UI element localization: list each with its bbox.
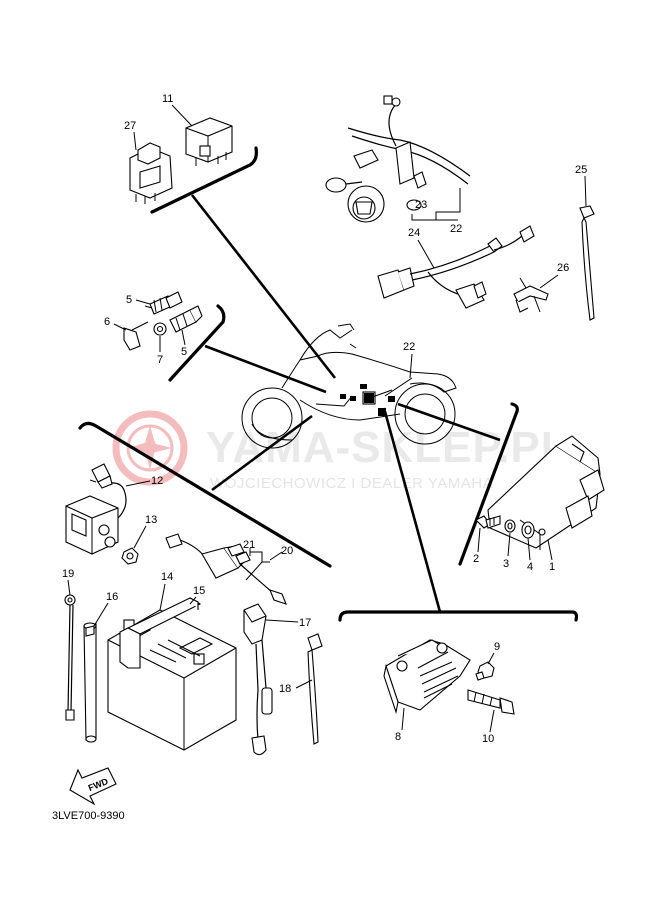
part-label-15: 15	[193, 585, 205, 597]
relay-group: 27 11	[124, 93, 337, 379]
part-label-20: 20	[281, 545, 293, 557]
part-label-24: 24	[408, 227, 420, 239]
part-label-6: 6	[104, 316, 110, 328]
fuse-holder-17	[243, 603, 273, 756]
relay-27	[129, 142, 173, 204]
cdi-unit-1	[487, 435, 605, 550]
part-label-5-upper: 5	[126, 294, 132, 306]
bolt-2	[475, 515, 501, 529]
nut-13	[121, 547, 139, 565]
part-label-27: 27	[124, 120, 136, 132]
part-label-7: 7	[157, 354, 163, 366]
breather-hose-16	[83, 622, 97, 743]
bolt-9	[475, 661, 495, 681]
part-label-11: 11	[162, 93, 173, 105]
part-label-3: 3	[503, 558, 509, 570]
relay-11	[185, 117, 233, 166]
watermark-subtitle: WOJCIECHOWICZ I DEALER YAMAHA	[210, 475, 493, 492]
motorcycle-silhouette: 22	[241, 323, 457, 449]
oil-level-switch	[169, 305, 203, 333]
part-label-22-harness: 22	[450, 223, 462, 235]
collar-3	[504, 519, 516, 533]
minus-lead-19	[64, 594, 76, 721]
damper-4	[521, 521, 535, 539]
part-label-10: 10	[482, 733, 494, 745]
rectifier-group: 8 9 10	[338, 407, 579, 745]
part-label-23: 23	[415, 199, 427, 211]
cable-tie-25: 25	[575, 164, 595, 321]
part-label-25: 25	[575, 164, 587, 176]
part-label-13: 13	[145, 514, 157, 526]
starter-group: 12 13 21 20	[65, 414, 332, 605]
neutral-switch	[144, 291, 183, 315]
part-label-19: 19	[62, 568, 74, 580]
cdi-group: 1 2 3 4	[397, 402, 605, 573]
part-label-1: 1	[549, 561, 555, 573]
starter-relay-12	[65, 463, 127, 555]
part-label-8: 8	[395, 731, 401, 743]
part-label-21: 21	[243, 539, 255, 551]
bolt-10	[467, 689, 515, 715]
starter-lead-20	[165, 533, 287, 605]
battery-group: 14 15 16 19	[62, 568, 237, 751]
forward-arrow-icon: FWD	[69, 767, 117, 806]
clamp-26: 26	[513, 262, 569, 313]
part-label-26: 26	[557, 262, 569, 274]
part-label-17: 17	[299, 617, 311, 629]
part-label-18: 18	[279, 683, 291, 695]
part-label-12: 12	[151, 475, 163, 487]
switch-group: 5 5 6 7	[104, 291, 327, 394]
watermark-title: YAMA-SKLEP.PL	[206, 423, 569, 472]
part-label-5-lower: 5	[181, 346, 187, 358]
wire-harness-group: 23 22 24	[325, 95, 535, 309]
cable-tie-18	[307, 633, 323, 745]
rectifier-regulator-8	[383, 639, 471, 715]
part-label-9: 9	[494, 641, 500, 653]
diagram-code: 3LVE700-9390	[52, 810, 125, 822]
part-label-14: 14	[161, 571, 173, 583]
part-label-16: 16	[106, 591, 118, 603]
part-label-2: 2	[473, 553, 479, 565]
part-label-4: 4	[527, 561, 533, 573]
sub-lead-24	[377, 225, 535, 309]
part-label-22-center: 22	[403, 341, 415, 353]
